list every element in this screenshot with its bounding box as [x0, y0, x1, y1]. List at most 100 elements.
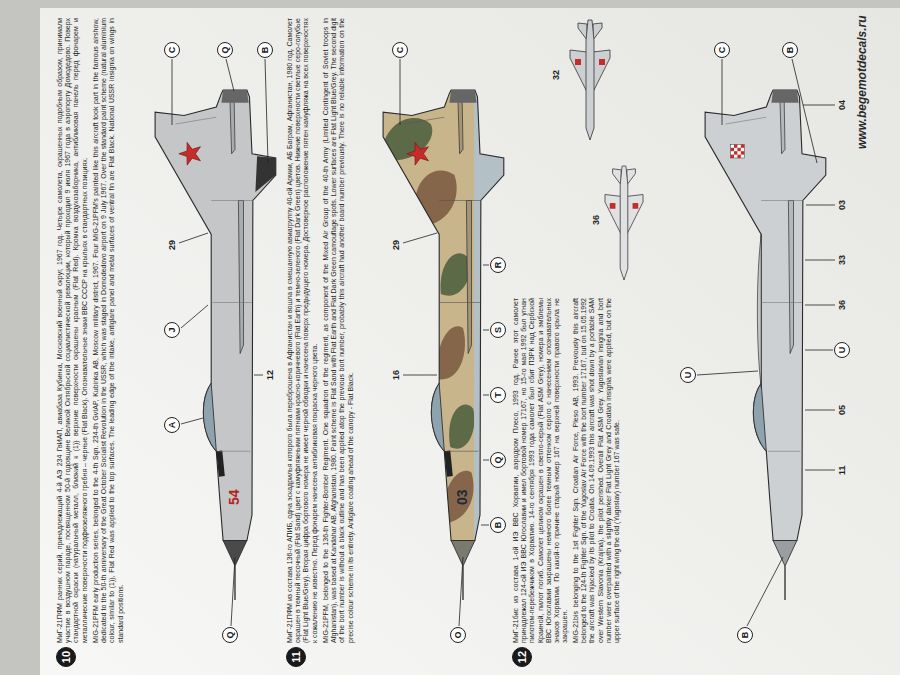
callout-letter-text: Q: [225, 632, 235, 639]
leader-line: [181, 305, 208, 328]
nozzle: [221, 90, 248, 103]
description-text: МиГ-21ПФМ из состава 136-го АПИБ, одна э…: [286, 18, 319, 643]
decal-number: 36: [837, 300, 847, 310]
decal-number: 11: [837, 465, 847, 475]
red-star: [179, 142, 201, 165]
callout-letter-text: C: [717, 47, 727, 54]
paper-sheet: [40, 8, 900, 675]
leader-line: [483, 460, 489, 461]
leader-line: [805, 410, 835, 411]
callout-letter: T: [490, 387, 506, 403]
description-text: МиГ-21бис из состава 1-ой ИЭ ВВС Хорвати…: [512, 298, 569, 643]
callout-letter-text: C: [167, 47, 177, 54]
dorsal-spine: [757, 235, 761, 388]
callout-letter: B: [490, 517, 506, 533]
pitot-probe: [784, 566, 785, 600]
leader-line: [172, 59, 173, 125]
leader-line: [400, 59, 401, 125]
canopy: [753, 383, 766, 451]
check: [731, 155, 734, 158]
antiglare-panel: [216, 450, 225, 476]
panel-lines: [404, 117, 481, 451]
leader-line: [722, 59, 723, 125]
decal-number: 36: [591, 215, 601, 225]
leader-line: [805, 260, 835, 261]
leader-line: [231, 557, 235, 626]
callout-letter-text: T: [493, 392, 503, 398]
wing: [570, 50, 587, 92]
callout-letter-text: A: [167, 422, 177, 429]
leader-lines: [697, 59, 835, 626]
insignia: [575, 59, 581, 65]
check: [741, 144, 744, 147]
fuselage: [620, 166, 628, 280]
sand-base: [378, 86, 510, 549]
callout-letter-text: C: [395, 47, 405, 54]
leader-line: [403, 375, 437, 376]
leader-line: [459, 557, 463, 626]
leader-line: [697, 371, 758, 375]
leader-line: [747, 557, 783, 626]
stabilizer: [458, 99, 463, 154]
decal-number: 29: [167, 240, 177, 250]
check: [741, 151, 744, 154]
check: [734, 151, 737, 154]
stabilizer: [613, 169, 622, 185]
checkerboard-insignia: [731, 144, 745, 158]
leader-line: [226, 59, 234, 91]
check: [737, 155, 740, 158]
callout-letter: R: [490, 257, 506, 273]
green-spot: [441, 253, 471, 295]
callout-letter: B: [782, 42, 798, 58]
aircraft-profile: [705, 90, 826, 600]
nose-cone: [773, 541, 797, 567]
section-badge: 12: [512, 647, 532, 667]
leader-line: [265, 59, 268, 163]
decal-number: 04: [837, 100, 847, 110]
fuselage: [586, 20, 594, 140]
description-text: MiG-21PFM, belonged to the 136-th Fighte…: [322, 18, 355, 643]
fuselage: [155, 90, 276, 541]
callout-letter-text: Q: [220, 47, 230, 54]
earth-spot: [415, 170, 457, 226]
earth-spot: [437, 326, 465, 379]
callout-letter: B: [737, 627, 753, 643]
decal-number: 29: [391, 240, 401, 250]
callout-letter-text: B: [493, 522, 503, 529]
website-url: www.begemotdecals.ru: [856, 15, 869, 149]
aircraft-profile: [155, 90, 276, 600]
panel-lines: [726, 117, 803, 451]
leader-line: [805, 350, 833, 351]
leader-line: [179, 233, 208, 243]
callout-letter: B: [257, 42, 273, 58]
callout-letter-text: B: [260, 47, 270, 54]
callout-letter: C: [164, 42, 180, 58]
leader-line: [806, 205, 835, 206]
wing: [238, 201, 243, 354]
leader-line: [481, 525, 489, 526]
callout-letter-text: B: [740, 632, 750, 639]
stabilizer: [593, 23, 602, 40]
earth-spot: [444, 471, 473, 524]
check: [731, 148, 734, 151]
leader-lines: [172, 59, 268, 626]
callout-letter: J: [164, 322, 180, 338]
section-number: 11: [290, 651, 302, 663]
description-text: МиГ-21ПФМ ранних серий, принадлежащий 4-…: [56, 18, 89, 643]
wing: [593, 50, 610, 92]
planform-view: [570, 20, 610, 140]
check: [734, 144, 737, 147]
wing: [605, 195, 621, 235]
description-text: MiG-21PFM early production series, belon…: [92, 18, 125, 643]
callout-letter-text: B: [785, 47, 795, 54]
aircraft-profile: [378, 86, 510, 600]
panel-lines: [176, 117, 253, 451]
callout-letter: S: [490, 322, 506, 338]
callout-letter: U: [680, 367, 696, 383]
callout-letter-text: O: [453, 632, 463, 639]
wing: [466, 201, 471, 354]
insignia: [633, 203, 639, 209]
callout-letter-text: S: [493, 327, 503, 333]
